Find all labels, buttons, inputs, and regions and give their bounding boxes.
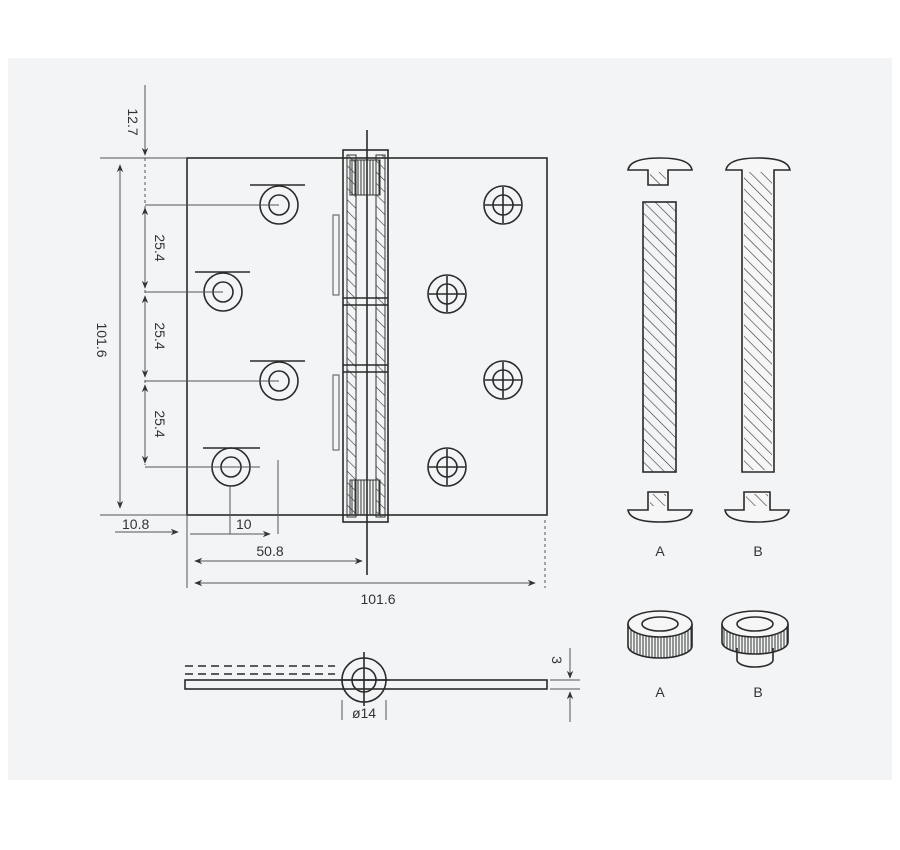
knuckle	[342, 149, 389, 523]
nut-a	[627, 610, 693, 659]
label-pin-b: B	[753, 543, 762, 559]
pin-a	[627, 157, 693, 523]
dim-left-offset: 10.8	[122, 516, 149, 532]
screw-hole	[427, 447, 467, 487]
nut-b	[721, 610, 789, 668]
label-nut-a: A	[655, 684, 665, 700]
screw-hole	[483, 185, 523, 225]
dim-knuckle-diameter: ø14	[352, 705, 376, 721]
screw-hole	[483, 360, 523, 400]
label-nut-b: B	[753, 684, 762, 700]
dim-spacing-2: 25.4	[152, 322, 168, 349]
dim-top-offset: 12.7	[125, 108, 141, 135]
dim-thickness: 3	[549, 656, 565, 664]
dim-hole-offset: 10	[236, 516, 252, 532]
pin-b	[724, 157, 791, 523]
dimension-lines	[115, 85, 546, 588]
screw-hole	[427, 274, 467, 314]
hinge-side-view	[184, 648, 580, 722]
dim-width: 101.6	[360, 591, 395, 607]
dim-height: 101.6	[94, 322, 110, 357]
dim-spacing-3: 25.4	[152, 410, 168, 437]
dim-spacing-1: 25.4	[152, 234, 168, 261]
label-pin-a: A	[655, 543, 665, 559]
dim-half-width: 50.8	[256, 543, 283, 559]
